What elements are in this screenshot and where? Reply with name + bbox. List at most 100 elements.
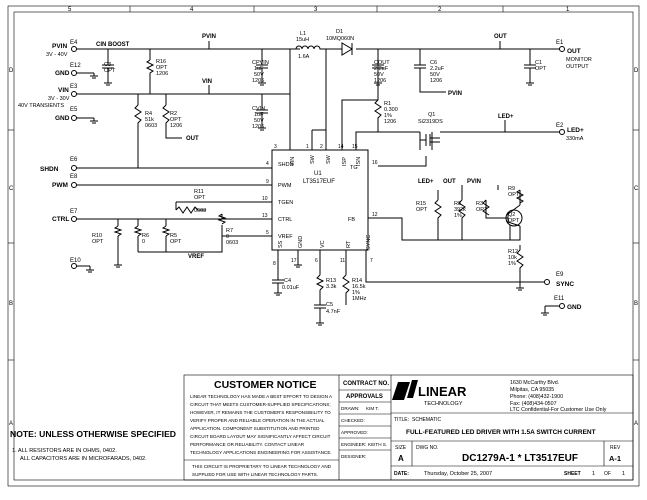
r2-symbol bbox=[162, 104, 170, 128]
d1-ref: D1 bbox=[336, 29, 343, 35]
e3-transients: 40V TRANSIENTS bbox=[18, 103, 64, 109]
e12-terminal bbox=[71, 70, 77, 76]
pin-vin-name: VIN bbox=[290, 157, 296, 166]
border-row-d-right: D bbox=[634, 68, 639, 74]
pin-shdn-num: 4 bbox=[266, 161, 269, 167]
border-row-c-right: C bbox=[634, 186, 639, 192]
net-pvin-fb: PVIN bbox=[467, 179, 481, 185]
cpvin-symbol bbox=[256, 60, 268, 73]
e11-terminal bbox=[559, 303, 565, 309]
pin-tgen-name: TGEN bbox=[278, 200, 293, 206]
tb-checked-label: CHECKED: bbox=[341, 418, 365, 423]
e7-terminal bbox=[71, 216, 77, 222]
notice-line-2: CIRCUIT THAT MEETS CUSTOMER-SUPPLIED SPE… bbox=[190, 402, 331, 407]
transistor-q2: Q2 OPT bbox=[498, 204, 523, 227]
e5-net: GND bbox=[55, 115, 70, 122]
pin-ctrl-name: CTRL bbox=[278, 217, 292, 223]
e2-ref: E2 bbox=[556, 123, 564, 129]
pin-sw1-num: 1 bbox=[306, 144, 309, 150]
border-col-5: 5 bbox=[68, 7, 72, 13]
e3-ref: E3 bbox=[70, 84, 78, 90]
e6-net: SHDN bbox=[40, 166, 59, 173]
cvin-val: 1uF bbox=[254, 112, 264, 118]
tb-rev-value: A-1 bbox=[609, 454, 621, 463]
notes-title: NOTE: UNLESS OTHERWISE SPECIFIED bbox=[10, 429, 176, 439]
border-col-3: 3 bbox=[314, 7, 318, 13]
r10-symbol bbox=[113, 225, 123, 237]
notes-item-2: ALL CAPACITORS ARE IN MICROFARADS, 0402. bbox=[20, 456, 147, 462]
notice-line-4: VERIFY PROPER AND RELIABLE OPERATION IN … bbox=[190, 418, 325, 423]
tb-date-label: DATE: bbox=[394, 471, 409, 477]
q2-ref: Q2 bbox=[508, 212, 515, 218]
net-pvin-top: PVIN bbox=[202, 34, 216, 40]
tb-size-value: A bbox=[398, 454, 404, 463]
r12-val: 10k bbox=[508, 255, 517, 261]
r2-ref: R2 bbox=[170, 111, 177, 117]
tb-confidential: LTC Confidential-For Customer Use Only bbox=[510, 407, 607, 413]
tb-date-value: Thursday, October 25, 2007 bbox=[424, 471, 492, 477]
e3-range: 3V - 30V bbox=[48, 96, 70, 102]
r9-val: OPT bbox=[508, 192, 520, 198]
u1-ref: U1 bbox=[314, 171, 322, 177]
e1-ref: E1 bbox=[556, 40, 564, 46]
pin-vc-name: VC bbox=[320, 240, 326, 248]
q2-val: OPT bbox=[508, 218, 520, 224]
r1-val: 0.300 bbox=[384, 107, 398, 113]
pin-pwm-num: 9 bbox=[266, 179, 269, 185]
r14-val: 16.5k bbox=[352, 284, 366, 290]
tb-drawn-value: KIM T. bbox=[366, 406, 379, 411]
cout-ref: COUT bbox=[374, 60, 390, 66]
wires bbox=[76, 41, 560, 310]
notice-line-8: TECHNOLOGY APPLICATIONS ENGINEERING FOR … bbox=[190, 450, 332, 455]
r13-ref: R13 bbox=[326, 278, 336, 284]
e9-net: SYNC bbox=[556, 281, 574, 288]
e8-ref: E8 bbox=[70, 174, 78, 180]
notes-item-1: 1. ALL RESISTORS ARE IN OHMS, 0402. bbox=[12, 448, 117, 454]
e12-net: GND bbox=[55, 70, 70, 77]
e11-ref: E11 bbox=[554, 296, 565, 302]
cout-volt: 50V bbox=[374, 72, 384, 78]
e4-ref: E4 bbox=[70, 40, 78, 46]
cvin-pkg: 1206 bbox=[252, 124, 264, 130]
notice-footer-1: THIS CIRCUIT IS PROPRIETARY TO LINEAR TE… bbox=[192, 464, 332, 469]
r9-ref: R9 bbox=[508, 186, 515, 192]
r2-val: OPT bbox=[170, 117, 182, 123]
tb-fax: Fax: (408)434-0507 bbox=[510, 401, 557, 407]
c5-ref: C5 bbox=[326, 302, 333, 308]
c3-symbol bbox=[102, 60, 114, 73]
tb-sheet-total: 1 bbox=[622, 471, 625, 477]
e1-net: OUT bbox=[567, 48, 581, 55]
pin-fb-name: FB bbox=[348, 217, 355, 223]
logo-sub: TECHNOLOGY bbox=[424, 401, 463, 407]
tb-title-label: TITLE: bbox=[394, 417, 409, 423]
e3-net: VIN bbox=[58, 87, 69, 94]
r3-symbol bbox=[482, 199, 490, 216]
company-logo: LINEAR TECHNOLOGY bbox=[392, 380, 467, 407]
border-row-a-right: A bbox=[634, 421, 638, 427]
pin-rt-num: 11 bbox=[340, 258, 345, 264]
e9-ref: E9 bbox=[556, 272, 564, 278]
net-led-plus: LED+ bbox=[498, 114, 514, 120]
net-vref: VREF bbox=[188, 254, 204, 260]
tb-approved-label: APPROVED: bbox=[341, 430, 368, 435]
tb-approvals: APPROVALS bbox=[346, 394, 383, 400]
pin-fb-num: 12 bbox=[372, 212, 378, 218]
e5-terminal bbox=[71, 115, 77, 121]
r5-symbol bbox=[161, 225, 171, 237]
e8-net: PWM bbox=[52, 182, 68, 189]
border-col-2: 2 bbox=[438, 7, 442, 13]
c6-ref: C6 bbox=[430, 60, 437, 66]
r11-ref: R11 bbox=[194, 189, 204, 195]
l1-current: 1.6A bbox=[298, 54, 310, 60]
tb-sheet-of: OF bbox=[604, 471, 611, 477]
pin-gnd-name: GND bbox=[298, 236, 304, 248]
cpvin-pkg: 1206 bbox=[252, 78, 264, 84]
c3-val: OPT bbox=[104, 68, 116, 74]
c5-val: 4.7nF bbox=[326, 309, 341, 315]
r10-val: OPT bbox=[92, 239, 104, 245]
cvin-volt: 50V bbox=[254, 118, 264, 124]
c6-pkg: 1206 bbox=[430, 78, 442, 84]
net-out-fb: OUT bbox=[443, 179, 456, 185]
input-connectors: PVIN 3V - 40V E4 GND E12 VIN 3V - 30V 40… bbox=[18, 40, 81, 269]
